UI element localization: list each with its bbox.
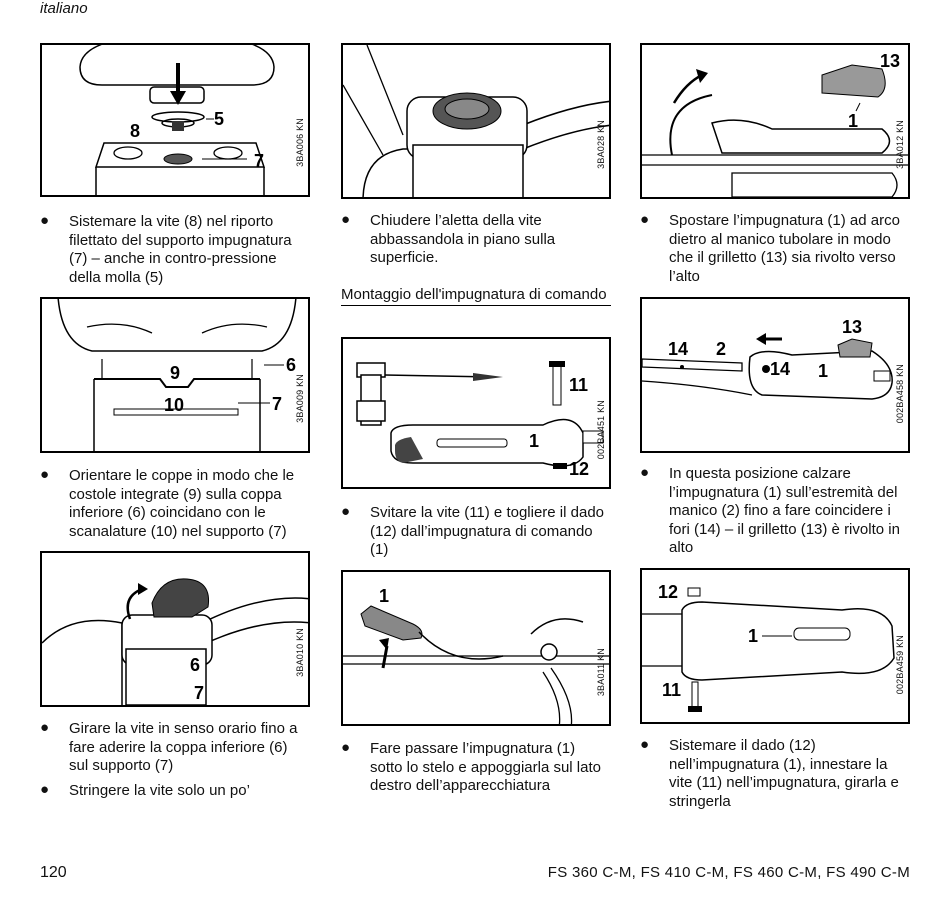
illustration-cups: 9 6 10 7 [57, 299, 297, 451]
label-7b: 7 [272, 394, 282, 414]
illustration-tools: 11 1 12 [356, 361, 604, 479]
bullet-icon: ● [640, 211, 650, 228]
bullet-icon: ● [341, 211, 351, 228]
bullet-icon: ● [341, 739, 351, 756]
figure-screw-wing-close: 3BA028 KN [341, 43, 611, 199]
bullet-icon: ● [341, 503, 351, 520]
bullet-icon: ● [40, 466, 50, 483]
illustration-handle-tube: 13 14 2 14 1 [642, 317, 893, 400]
illustration-handle-shaft: 1 [343, 586, 609, 724]
bullet-icon: ● [40, 719, 50, 736]
step-10: ● Sistemare il dado (12) nell’impugnatur… [640, 736, 899, 810]
label-6: 6 [190, 655, 200, 675]
label-7: 7 [254, 151, 264, 171]
label-1: 1 [748, 626, 758, 646]
bullet-icon: ● [640, 464, 650, 481]
figure-code: 3BA012 KN [895, 120, 905, 169]
label-1: 1 [529, 431, 539, 451]
label-8: 8 [130, 121, 140, 141]
label-12: 12 [658, 582, 678, 602]
figure-handle-arc: 13 1 3BA012 KN [640, 43, 910, 199]
figure-cups-orientation: 9 6 10 7 3BA009 KN [40, 297, 310, 453]
figure-screw-tightening: 6 7 3BA010 KN [40, 551, 310, 707]
figure-code: 002BA458 KN [895, 363, 905, 423]
step-9: ● In questa posizione calzare l’impugnat… [640, 464, 900, 556]
figure-nut-and-screw: 12 1 11 002BA459 KN [640, 568, 910, 724]
figure-code: 3BA006 KN [295, 118, 305, 167]
label-1: 1 [379, 586, 389, 606]
figure-tools-and-handle: 11 1 12 002BA451 KN [341, 337, 611, 489]
language-label: italiano [40, 0, 88, 17]
label-6: 6 [286, 355, 296, 375]
step-3: ● Girare la vite in senso orario fino a … [40, 719, 298, 774]
step-2: ● Orientare le coppe in modo che le cost… [40, 466, 295, 540]
figure-handle-under-shaft: 1 3BA011 KN [341, 570, 611, 726]
label-13: 13 [842, 317, 862, 337]
label-13: 13 [880, 51, 900, 71]
step-7: ● Fare passare l’impugnatura (1) sotto l… [341, 739, 601, 794]
page-number: 120 [40, 864, 67, 881]
step-6: ● Svitare la vite (11) e togliere il dad… [341, 503, 605, 558]
step-8: ● Spostare l’impugnatura (1) ad arco die… [640, 211, 900, 285]
figure-code: 3BA011 KN [596, 647, 606, 696]
label-10: 10 [164, 395, 184, 415]
label-14b: 14 [770, 359, 790, 379]
label-11: 11 [569, 375, 588, 395]
figure-handle-onto-tube: 13 14 2 14 1 002BA458 KN [640, 297, 910, 453]
figure-code: 3BA010 KN [295, 628, 305, 677]
step-4: ● Stringere la vite solo un po’ [40, 781, 250, 799]
step-1: ● Sistemare la vite (8) nel riporto file… [40, 212, 292, 286]
label-1: 1 [848, 111, 858, 131]
figure-screw-placement: 8 5 7 3BA006 KN [40, 43, 310, 197]
label-9: 9 [170, 363, 180, 383]
bullet-icon: ● [40, 212, 50, 229]
label-2: 2 [716, 339, 726, 359]
model-list: FS 360 C-M, FS 410 C-M, FS 460 C-M, FS 4… [547, 864, 910, 881]
bullet-icon: ● [40, 781, 50, 798]
figure-code: 3BA009 KN [295, 374, 305, 423]
label-5: 5 [214, 109, 224, 129]
illustration-screw-wing [343, 45, 609, 197]
illustration-handle-support: 8 5 7 [79, 45, 275, 195]
bullet-icon: ● [640, 736, 650, 753]
label-14: 14 [668, 339, 688, 359]
figure-code: 002BA459 KN [895, 634, 905, 694]
illustration-screw-turn: 6 7 [42, 578, 308, 705]
figure-code: 3BA028 KN [596, 120, 606, 169]
label-12: 12 [569, 459, 589, 479]
illustration-nut-screw: 12 1 11 [642, 582, 895, 712]
section-heading: Montaggio dell'impugnatura di comando [341, 286, 611, 306]
step-5: ● Chiudere l’aletta della vite abbassand… [341, 211, 556, 266]
label-11: 11 [662, 680, 681, 700]
label-7: 7 [194, 683, 204, 703]
illustration-handle-arc: 13 1 [642, 51, 908, 197]
label-1: 1 [818, 361, 828, 381]
figure-code: 002BA451 KN [596, 399, 606, 459]
